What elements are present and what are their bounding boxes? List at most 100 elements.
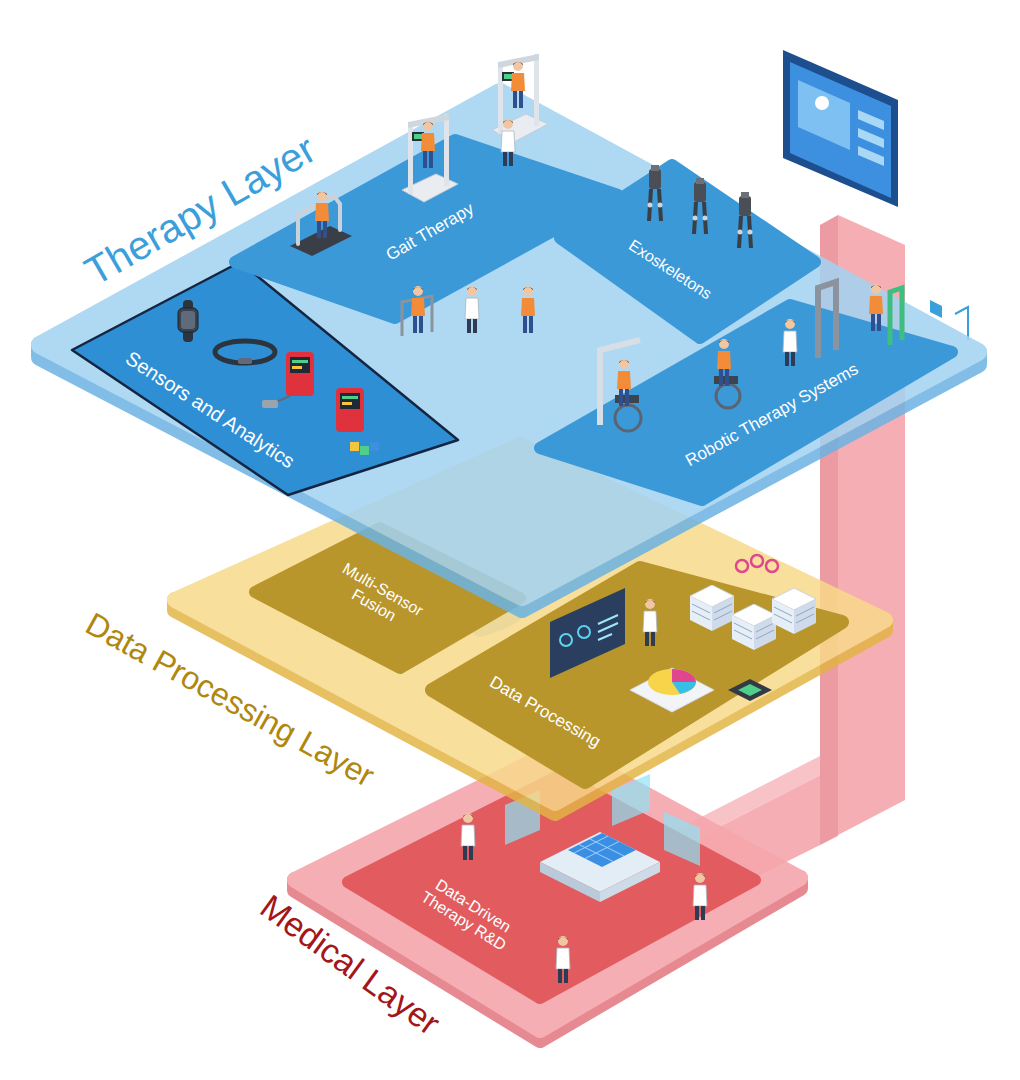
hologram-screen	[505, 790, 540, 845]
treadmill	[290, 196, 352, 256]
display-monitor	[783, 50, 898, 207]
hologram-screen	[664, 812, 700, 866]
wheelchair	[714, 376, 738, 384]
analysis-platform	[568, 833, 636, 867]
monitor-device	[342, 402, 352, 405]
doctor-figure	[465, 286, 479, 333]
exoskeleton	[693, 178, 708, 234]
layer-top	[540, 305, 952, 500]
link-rings	[736, 560, 748, 572]
tablet	[728, 679, 772, 701]
doctor-figure	[693, 873, 707, 920]
patient-figure	[421, 121, 435, 168]
patient-figure	[717, 339, 731, 386]
robotic-region-surface	[540, 305, 952, 500]
server-stack	[690, 585, 734, 631]
hologram-screen	[612, 774, 650, 826]
dashboard-wall	[598, 615, 618, 640]
dashboard-wall	[578, 626, 590, 638]
hologram-screen	[505, 774, 700, 866]
layer-top	[235, 140, 618, 318]
monitor-device	[340, 393, 360, 409]
monitor-device	[262, 352, 314, 408]
smartwatch	[178, 300, 198, 342]
robotic-region: Robotic Therapy Systems	[528, 295, 960, 510]
display-monitor	[858, 128, 884, 148]
exoskeleton	[648, 165, 663, 221]
layer-top	[348, 775, 755, 998]
doctor-figure	[556, 936, 570, 983]
wheelchair	[714, 376, 740, 408]
treadmill	[290, 226, 352, 256]
walker	[402, 296, 432, 336]
treadmill	[298, 196, 340, 244]
patient-figure	[869, 284, 883, 331]
smartwatch	[183, 300, 193, 342]
monitor-device	[286, 352, 314, 396]
headband-sensor	[238, 358, 252, 364]
link-rings	[736, 555, 778, 572]
patient-figure	[315, 191, 329, 238]
headband-sensor	[215, 341, 275, 364]
sensor-cubes	[350, 442, 359, 451]
lift-wheelchair	[615, 395, 639, 403]
pie-chart-platform	[672, 682, 696, 694]
data-layer-panel-surface	[175, 445, 885, 813]
monitor-device	[336, 388, 364, 432]
display-monitor	[790, 62, 891, 198]
doctor-figure	[643, 599, 657, 646]
tablet	[728, 679, 772, 701]
rehab-machine	[818, 282, 836, 358]
layer-top	[40, 92, 978, 597]
analysis-platform	[540, 832, 660, 892]
side-icon	[930, 300, 942, 318]
sensor-cubes	[350, 442, 379, 455]
patient-figure	[521, 286, 535, 333]
training-frame	[890, 288, 902, 345]
doctor-figure	[501, 119, 515, 166]
monitor-device	[336, 388, 364, 432]
display-monitor	[858, 146, 884, 166]
walker	[402, 296, 432, 336]
smartwatch	[178, 308, 198, 332]
analysis-platform	[540, 832, 660, 902]
dashboard-wall	[560, 634, 572, 646]
layer-top	[255, 528, 520, 668]
gait-trainer	[492, 54, 548, 142]
doctor-figure	[783, 319, 797, 366]
smartwatch	[181, 311, 195, 329]
monitor-device	[276, 396, 290, 402]
tablet	[738, 684, 762, 696]
link-rings	[766, 560, 778, 572]
gait-region-surface	[235, 140, 618, 318]
rnd-region-surface	[348, 775, 755, 998]
link-rings	[751, 555, 763, 567]
monitor-device	[292, 366, 302, 369]
wheelchair	[716, 384, 740, 408]
display-monitor	[815, 96, 829, 110]
headband-sensor	[215, 341, 275, 363]
monitor-device	[290, 357, 310, 373]
server-stack	[732, 604, 776, 650]
server-stack	[772, 588, 816, 634]
rehab-machine	[818, 282, 836, 358]
training-frame	[890, 288, 902, 345]
monitor-device	[262, 400, 278, 408]
pie-chart-platform	[630, 668, 714, 712]
robotic-region-outline	[528, 295, 960, 510]
analysis-platform	[574, 836, 624, 862]
patient-figure	[617, 359, 631, 406]
display-monitor	[858, 110, 884, 130]
pie-chart-platform	[672, 669, 696, 682]
display-monitor	[783, 50, 898, 207]
monitor-device	[292, 360, 308, 363]
pie-chart-platform	[630, 668, 714, 712]
display-monitor	[798, 80, 850, 150]
dashboard-wall	[550, 588, 625, 678]
layer-top	[432, 568, 842, 782]
dashboard-wall	[550, 588, 625, 678]
therapy-layer-panel-surface	[40, 92, 978, 609]
processing-region-surface	[432, 568, 842, 782]
